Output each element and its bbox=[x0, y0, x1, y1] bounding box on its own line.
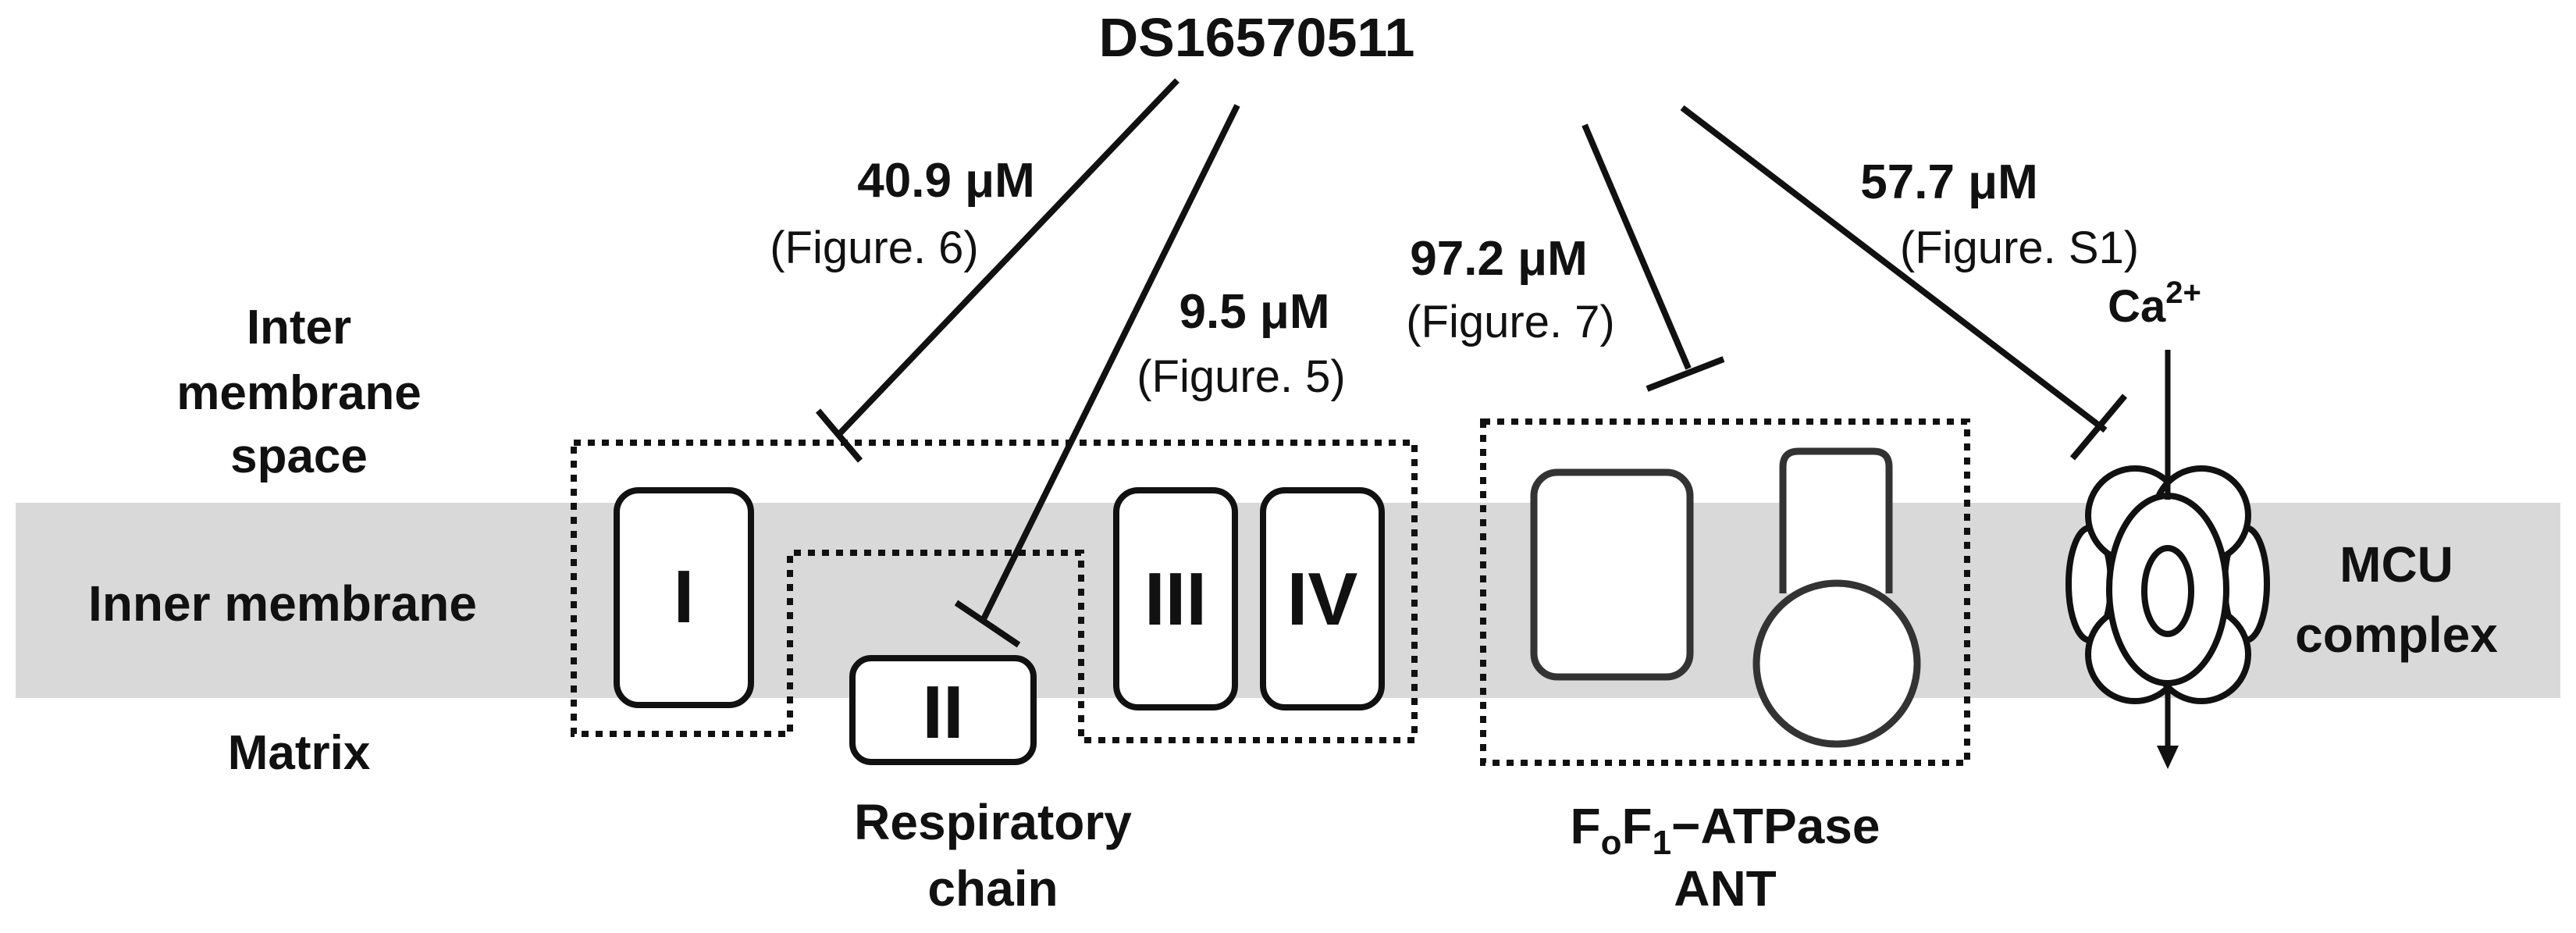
ic50-mcu-value: 57.7 μM bbox=[1860, 155, 2037, 209]
complex-iv-label: IV bbox=[1287, 557, 1358, 641]
atpase-subscript-o: o bbox=[1601, 824, 1622, 862]
complex-iii-box bbox=[1113, 487, 1238, 710]
respiratory-chain-label-line2: chain bbox=[927, 860, 1058, 917]
atpase-ant-boundary bbox=[1480, 418, 1970, 766]
ant-head bbox=[1752, 579, 1921, 748]
inhibition-line-complex-i bbox=[837, 78, 1179, 436]
inhibition-bar-mcu bbox=[2069, 393, 2128, 461]
inhibition-edges bbox=[815, 78, 2128, 648]
mcu-pore bbox=[2141, 545, 2194, 637]
fof1-atpase-box bbox=[1530, 468, 1694, 681]
complex-ii-box bbox=[849, 655, 1037, 765]
calcium-charge: 2+ bbox=[2165, 276, 2201, 310]
inhibition-bar-atpase-ant bbox=[1646, 356, 1725, 392]
matrix-label: Matrix bbox=[228, 726, 371, 780]
complex-iv-box bbox=[1260, 487, 1385, 710]
ic50-complex-i-value: 40.9 μM bbox=[857, 154, 1034, 208]
calcium-flux-arrowhead bbox=[2157, 746, 2179, 769]
inhibition-bar-complex-ii bbox=[954, 600, 1021, 648]
complex-iii-label: III bbox=[1144, 557, 1207, 641]
ic50-complex-i-ref: (Figure. 6) bbox=[770, 223, 979, 273]
respiratory-chain-label-line1: Respiratory bbox=[854, 794, 1132, 850]
complex-i-box bbox=[614, 487, 754, 708]
intermembrane-label-line1: Inter bbox=[247, 301, 351, 354]
respiratory-chain-boundary bbox=[571, 440, 1418, 743]
ic50-mcu-ref: (Figure. S1) bbox=[1900, 223, 2139, 273]
atpase-subscript-1: 1 bbox=[1653, 824, 1671, 862]
inner-membrane-label: Inner membrane bbox=[88, 575, 477, 632]
complex-i-label: I bbox=[674, 555, 695, 639]
inhibition-line-mcu bbox=[1680, 105, 2108, 433]
compartment-labels: Inter membrane space Inner membrane Matr… bbox=[88, 301, 477, 780]
intermembrane-label-line2: membrane bbox=[176, 366, 422, 420]
ic50-atpase-ant-value: 97.2 μM bbox=[1410, 232, 1587, 286]
ant-label: ANT bbox=[1674, 860, 1777, 917]
ant-stem bbox=[1779, 447, 1893, 593]
inhibition-line-atpase-ant bbox=[1582, 123, 1692, 370]
intermembrane-label-line3: space bbox=[230, 429, 368, 483]
inhibition-bar-complex-i bbox=[815, 408, 863, 463]
ic50-atpase-ant-ref: (Figure. 7) bbox=[1406, 297, 1615, 347]
mcu-label-line2: complex bbox=[2295, 607, 2498, 663]
mcu-label-line1: MCU bbox=[2339, 536, 2453, 593]
inhibition-line-complex-ii bbox=[980, 104, 1240, 621]
compound-name: DS16570511 bbox=[1099, 7, 1415, 68]
calcium-ion-label: Ca2+ bbox=[2108, 276, 2201, 332]
ic50-complex-ii-value: 9.5 μM bbox=[1179, 285, 1330, 339]
complex-ii-label: II bbox=[922, 671, 963, 754]
ic50-complex-ii-ref: (Figure. 5) bbox=[1137, 351, 1346, 402]
mcu-channel bbox=[2065, 350, 2270, 769]
atpase-label: FoF1−ATPase bbox=[1571, 798, 1880, 862]
